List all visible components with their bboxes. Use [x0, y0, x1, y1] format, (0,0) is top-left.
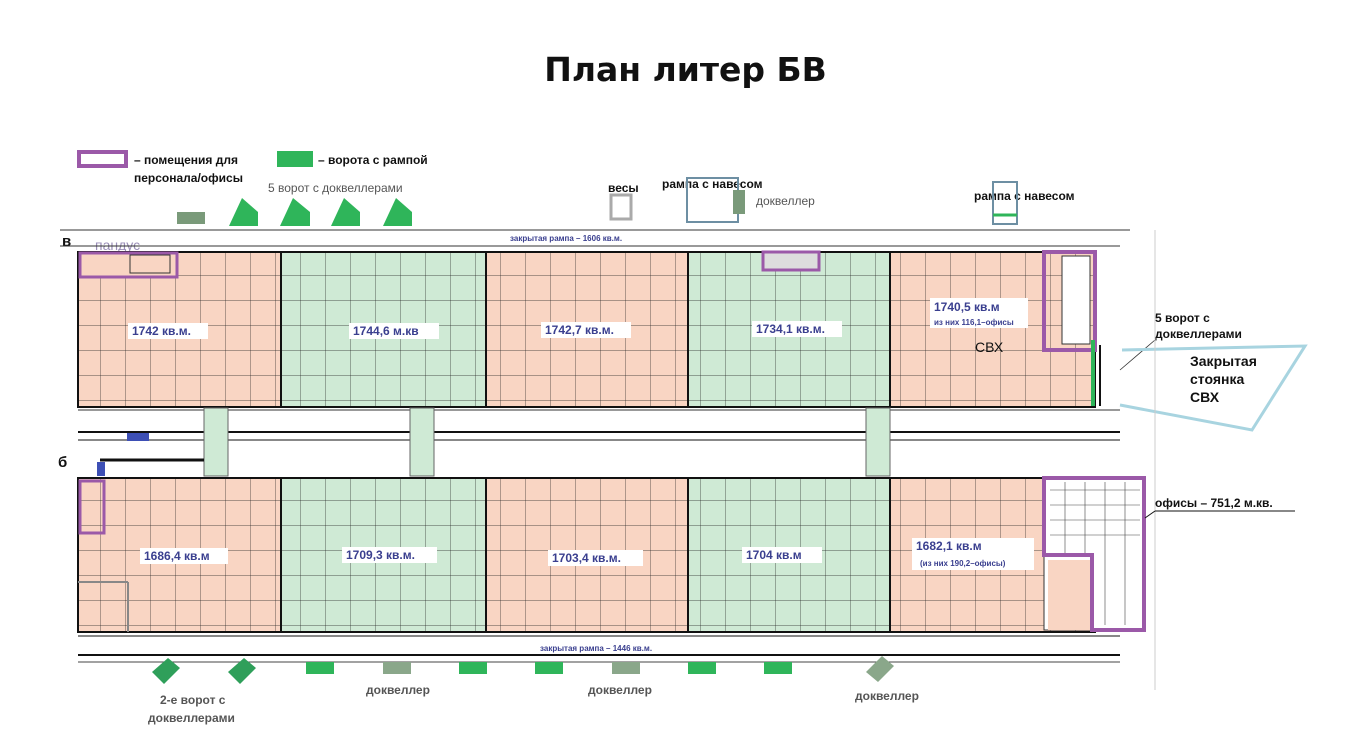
legend-gate-label: – ворота с рампой: [318, 153, 428, 167]
area-b1: 1686,4 кв.м: [144, 549, 210, 563]
area-v4: 1734,1 кв.м.: [756, 322, 825, 336]
top-five-gates-label: 5 ворот с доквеллерами: [268, 181, 403, 195]
area-b5: 1682,1 кв.м: [916, 539, 982, 553]
area-b3: 1703,4 кв.м.: [552, 551, 621, 565]
corridor: [78, 407, 1120, 477]
dock-leveller-top-label: доквеллер: [756, 194, 815, 208]
svh-label: СВХ: [975, 339, 1004, 355]
offices-total-label: офисы – 751,2 м.кв.: [1155, 496, 1273, 510]
dock-leveller-bottom-1: доквеллер: [366, 683, 430, 697]
ramp-canopy-2-mark: [992, 181, 1018, 225]
area-b4: 1704 кв.м: [746, 548, 802, 562]
gate-bottom-4: [383, 662, 411, 674]
two-gates-label-1: 2-е ворот с: [160, 693, 226, 707]
gate-bottom-5: [459, 662, 487, 674]
scales-mark: [609, 193, 633, 221]
office-b1: [78, 479, 106, 535]
page-title: План литер БВ: [544, 50, 827, 89]
legend-gate-swatch: [277, 151, 313, 167]
gate-bottom-6: [535, 662, 563, 674]
parking-label-1: Закрытая: [1190, 353, 1257, 369]
building-v: [60, 245, 1120, 408]
legend-office-label-1: – помещения для: [134, 153, 238, 167]
closed-ramp-bottom-label: закрытая рампа – 1446 кв.м.: [540, 644, 652, 653]
scales-label: весы: [608, 181, 639, 195]
area-v3: 1742,7 кв.м.: [545, 323, 614, 337]
ramp-slope-label: пандус: [95, 237, 140, 253]
bottom-ramp: [78, 635, 1120, 663]
gate-top-2: [280, 198, 310, 226]
gate-bottom-2: [228, 658, 256, 684]
gate-top-3: [331, 198, 360, 226]
area-v2: 1744,6 м.кв: [353, 324, 419, 338]
parking-label-2: стоянка: [1190, 371, 1244, 387]
dock-leveller-bottom-3: доквеллер: [855, 689, 919, 703]
row-label-v: в: [62, 233, 71, 250]
gate-bottom-1: [152, 658, 180, 684]
office-v4: [761, 250, 821, 272]
area-b5-sub: (из них 190,2–офисы): [920, 559, 1006, 568]
office-b5: [1042, 476, 1146, 632]
ramp-canopy-1-label: рампа с навесом: [662, 177, 763, 191]
gate-top-1: [229, 198, 258, 226]
area-v5: 1740,5 кв.м: [934, 300, 1000, 314]
gate-bottom-7: [612, 662, 640, 674]
dock-leveller-bottom-2: доквеллер: [588, 683, 652, 697]
two-gates-label-2: доквеллерами: [148, 711, 235, 725]
office-v5: [1042, 250, 1097, 352]
legend-office-label-2: персонала/офисы: [134, 171, 243, 185]
gate-bottom-9: [764, 662, 792, 674]
gate-top-gray: [177, 212, 205, 224]
row-label-b: б: [58, 454, 67, 471]
closed-parking-outline: [1119, 344, 1308, 432]
right-five-gates-2: доквеллерами: [1155, 327, 1242, 341]
area-b2: 1709,3 кв.м.: [346, 548, 415, 562]
legend-office-swatch: [77, 150, 128, 168]
gate-bottom-10: [866, 656, 894, 682]
parking-label-3: СВХ: [1190, 389, 1220, 405]
area-v1: 1742 кв.м.: [132, 324, 191, 338]
closed-ramp-top-label: закрытая рампа – 1606 кв.м.: [510, 234, 622, 243]
area-v5-sub: из них 116,1–офисы: [934, 318, 1014, 327]
dock-leveller-top-mark: [733, 190, 745, 214]
gate-bottom-3: [306, 662, 334, 674]
ramp-canopy-2-label: рампа с навесом: [974, 189, 1075, 203]
right-five-gates-1: 5 ворот с: [1155, 311, 1210, 325]
gate-top-4: [383, 198, 412, 226]
gate-bottom-8: [688, 662, 716, 674]
